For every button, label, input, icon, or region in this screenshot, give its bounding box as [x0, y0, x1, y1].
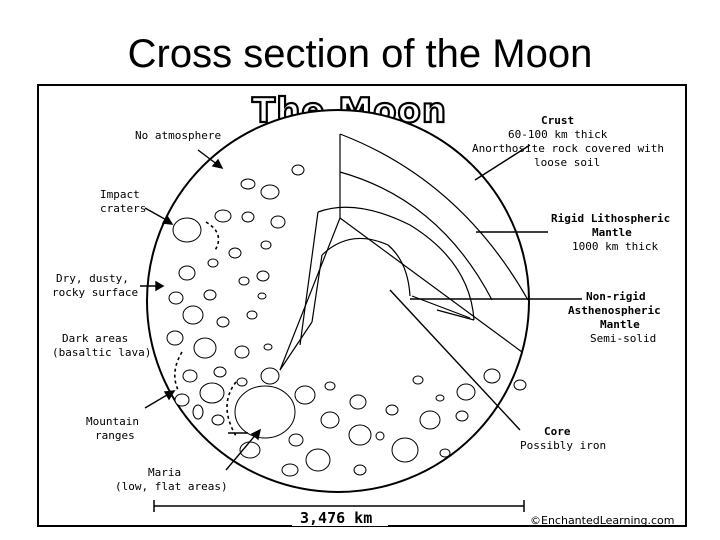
label-mountain-ranges-1: Mountain	[86, 415, 139, 428]
label-asthenosphere-title-2: Asthenospheric	[568, 304, 661, 317]
label-crust-title: Crust	[541, 114, 574, 127]
label-lithosphere-title-2: Mantle	[592, 226, 632, 239]
craters	[166, 164, 527, 477]
label-crust-line-1: 60-100 km thick	[508, 128, 608, 141]
label-core-line-1: Possibly iron	[520, 439, 606, 452]
label-dark-areas-1: Dark areas	[62, 332, 128, 345]
label-core-title: Core	[544, 425, 571, 438]
slide-title: Cross section of the Moon	[127, 32, 593, 76]
label-asthenosphere-title-3: Mantle	[600, 318, 640, 331]
label-maria-1: Maria	[148, 466, 181, 479]
diameter-label-bg	[292, 510, 388, 526]
label-asthenosphere-title-1: Non-rigid	[586, 290, 646, 303]
label-rocky-surface-1: Dry, dusty,	[56, 272, 129, 285]
credit-text: ©EnchantedLearning.com	[530, 514, 674, 527]
label-mountain-ranges-2: ranges	[95, 429, 135, 442]
cutaway-wedge	[279, 133, 529, 371]
label-maria-2: (low, flat areas)	[115, 480, 228, 493]
label-impact-craters-1: Impact	[100, 188, 140, 201]
diameter-bar	[153, 500, 525, 512]
label-dark-areas-2: (basaltic lava)	[52, 346, 151, 359]
label-no-atmosphere: No atmosphere	[135, 129, 221, 142]
label-rocky-surface-2: rocky surface	[52, 286, 138, 299]
dashed-features	[174, 221, 237, 437]
label-impact-craters-2: craters	[100, 202, 146, 215]
label-lithosphere-line-1: 1000 km thick	[572, 240, 658, 253]
label-crust-line-3: loose soil	[534, 156, 600, 169]
diameter-label: 3,476 km	[300, 509, 372, 527]
leader-lines	[140, 144, 582, 471]
label-lithosphere-title-1: Rigid Lithospheric	[551, 212, 670, 225]
label-crust-line-2: Anorthosite rock covered with	[472, 142, 664, 155]
label-asthenosphere-line-1: Semi-solid	[590, 332, 656, 345]
